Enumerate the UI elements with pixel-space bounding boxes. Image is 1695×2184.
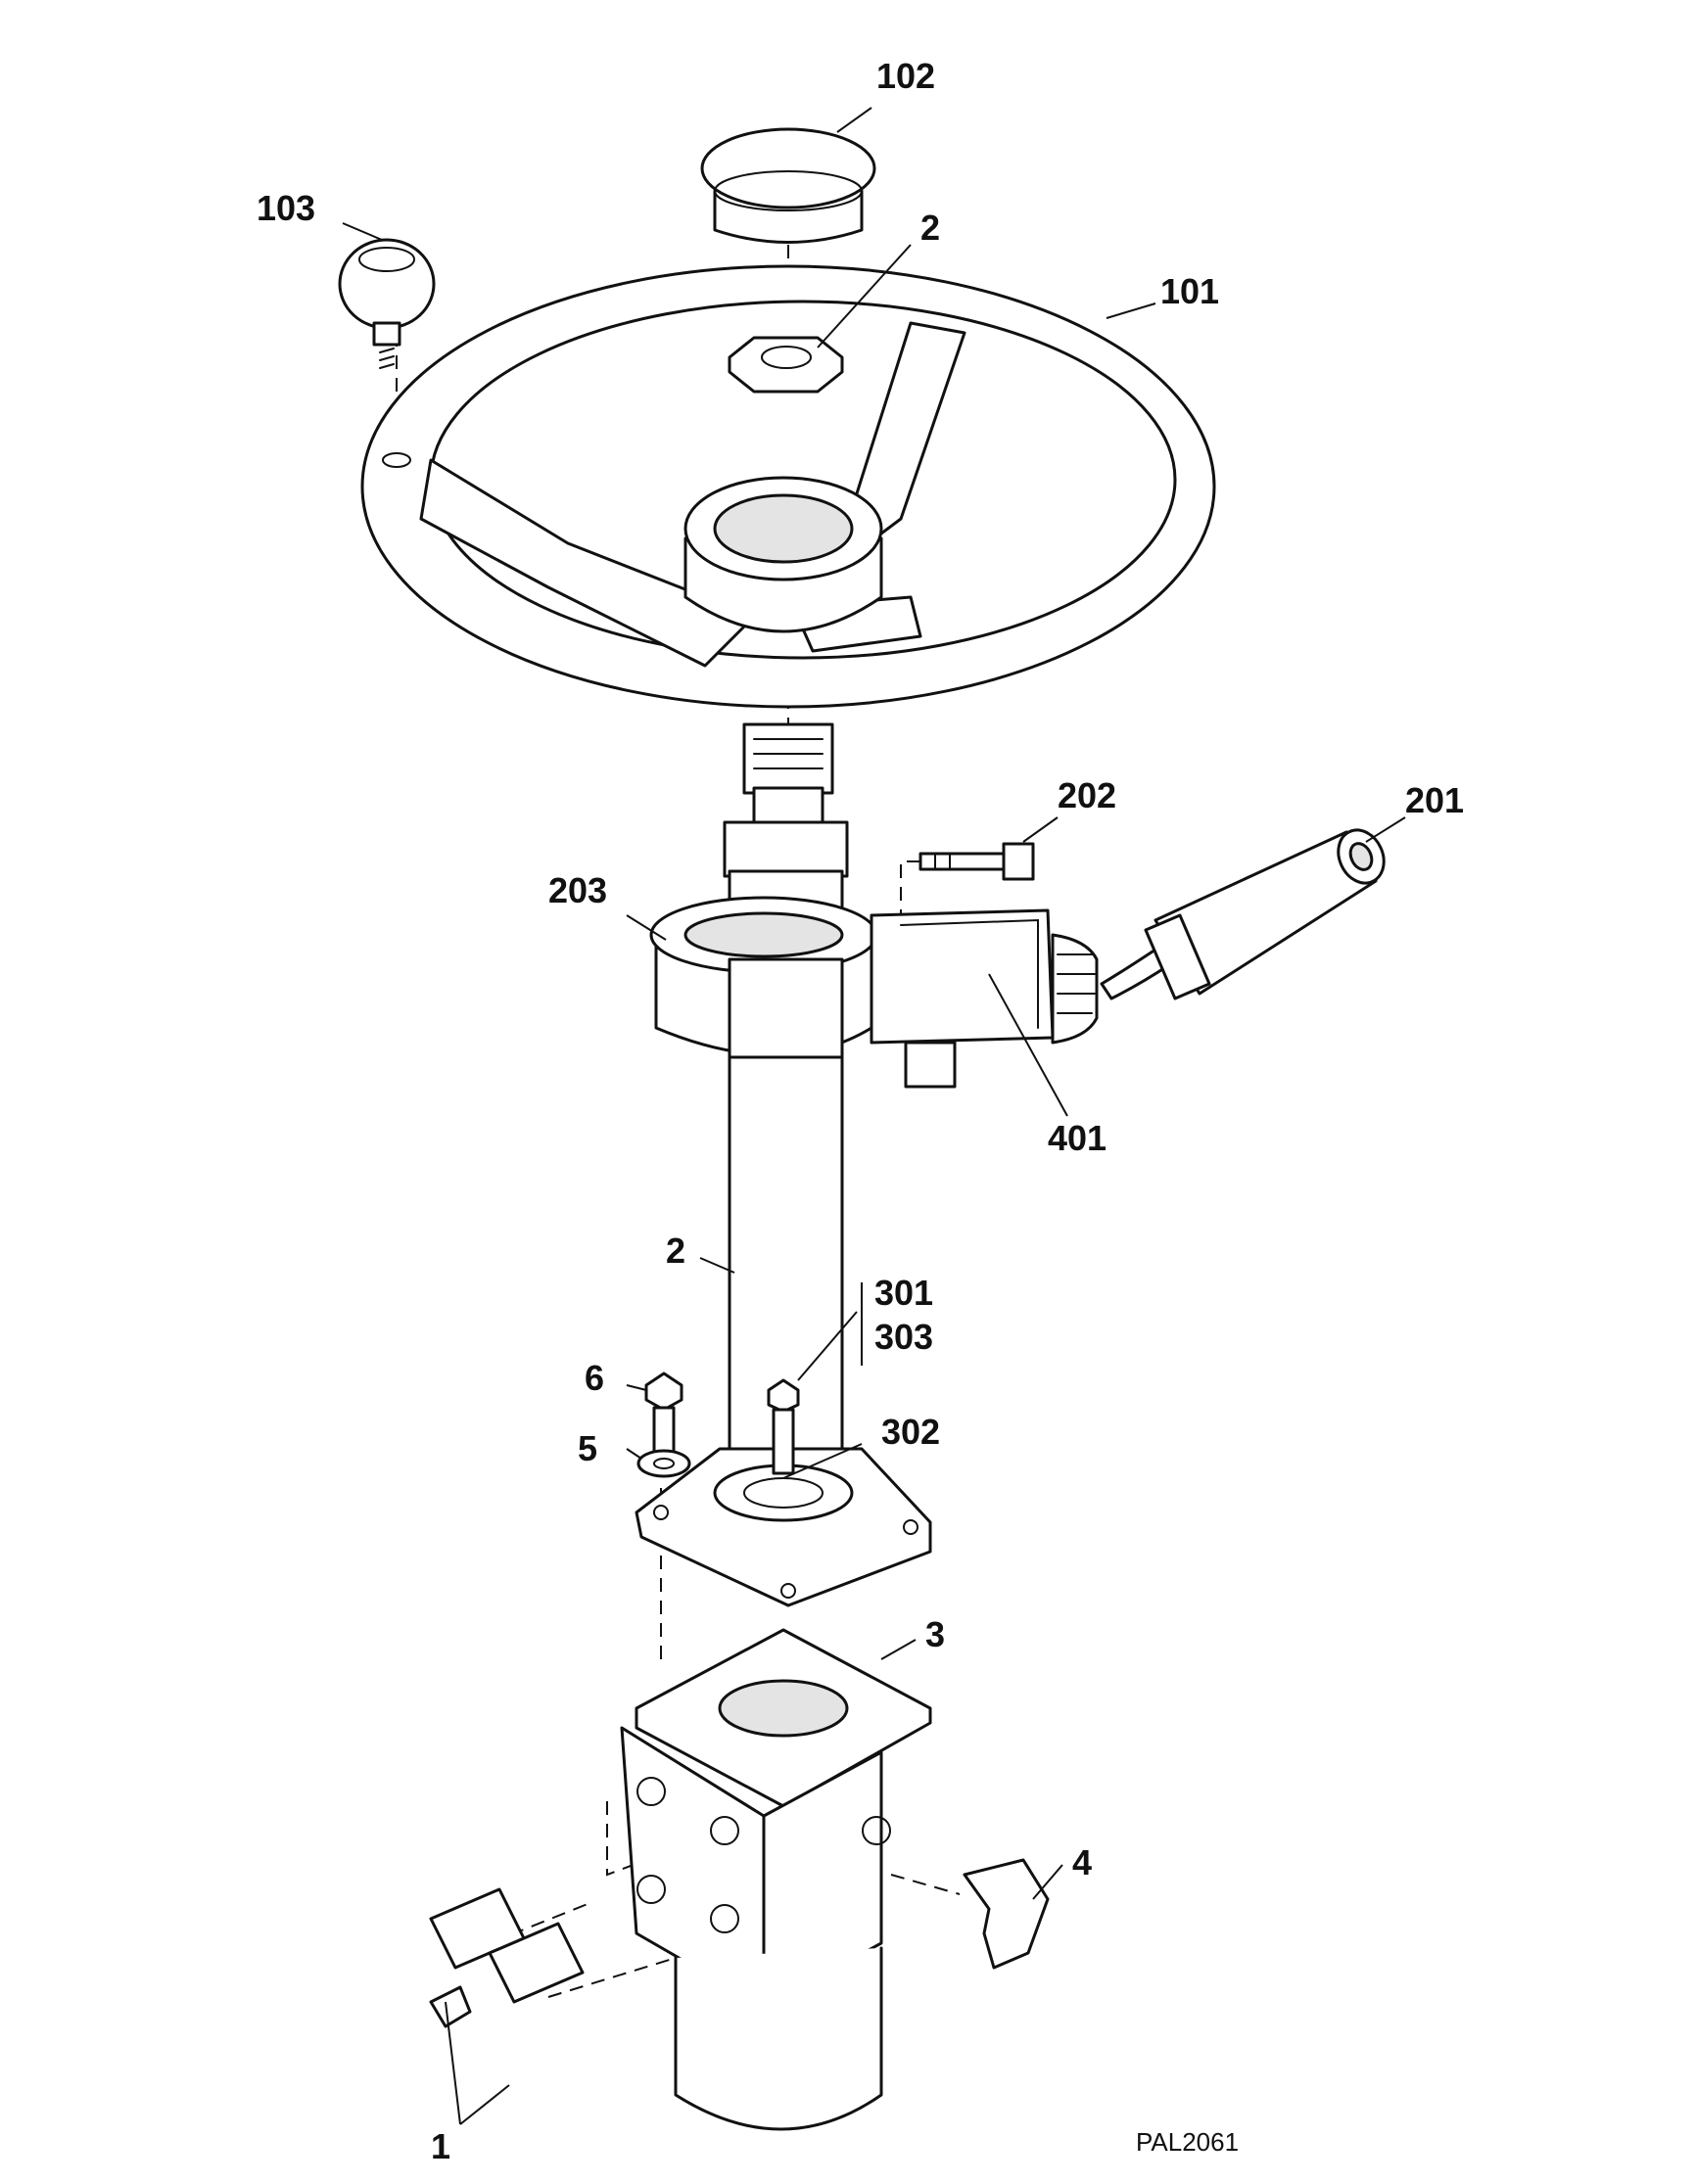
- label-302: 302: [881, 1412, 940, 1452]
- bolt-6: [644, 1371, 683, 1464]
- clamp-203: [649, 896, 878, 1059]
- lever-handle-201: [1100, 828, 1386, 1000]
- label-103: 103: [257, 188, 315, 228]
- label-102: 102: [876, 56, 935, 96]
- spinner-knob-103: [338, 238, 436, 369]
- fittings-1: [429, 1887, 585, 2028]
- hex-nut-2: [728, 336, 844, 394]
- label-401: 401: [1048, 1118, 1106, 1158]
- label-1: 1: [431, 2126, 450, 2166]
- label-5: 5: [578, 1428, 597, 1468]
- label-4: 4: [1072, 1842, 1092, 1882]
- elbow-fitting-4: [963, 1858, 1050, 1970]
- label-2-nut: 2: [920, 208, 940, 248]
- label-3: 3: [925, 1614, 945, 1654]
- bolt-301: [767, 1378, 800, 1475]
- switch-housing-401: [870, 908, 1099, 1089]
- label-101: 101: [1160, 271, 1219, 311]
- horn-cap-102: [700, 127, 876, 244]
- leader-lines: [342, 107, 1406, 2125]
- steering-wheel-101: [360, 264, 1216, 709]
- label-6: 6: [585, 1358, 604, 1398]
- label-301: 301: [874, 1273, 933, 1313]
- steering-valve-3: [620, 1628, 932, 2131]
- label-202: 202: [1058, 775, 1116, 815]
- label-303: 303: [874, 1317, 933, 1357]
- part-labels: 102 103 2 101 202 201 203 401 2 301 303 …: [257, 56, 1464, 2166]
- washer-5: [636, 1449, 691, 1478]
- label-2-column: 2: [666, 1231, 685, 1271]
- label-201: 201: [1405, 780, 1464, 820]
- shaft-spline: [723, 722, 849, 878]
- label-203: 203: [548, 870, 607, 910]
- mounting-flange: [635, 1447, 932, 1607]
- screw-202: [918, 842, 1035, 881]
- drawing-code: PAL2061: [1136, 2127, 1239, 2157]
